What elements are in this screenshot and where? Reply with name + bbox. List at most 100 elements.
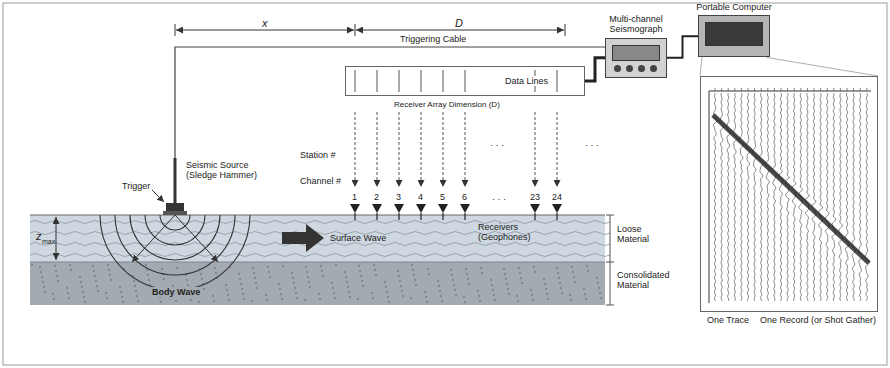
soil-speckle — [547, 298, 549, 300]
soil-speckle — [278, 283, 280, 285]
data-line-wire — [399, 70, 400, 92]
data-line-wire — [465, 70, 466, 92]
soil-speckle — [31, 264, 33, 266]
soil-speckle — [279, 288, 281, 290]
trace-tick — [840, 88, 841, 91]
soil-speckle — [411, 264, 413, 266]
soil-speckle — [361, 280, 363, 282]
trace-tick — [715, 88, 716, 91]
trace-tick — [866, 88, 867, 91]
figure-label: · · · — [492, 194, 506, 204]
figure-label: Seismic Source (Sledge Hammer) — [186, 160, 268, 181]
geophone-symbol — [438, 204, 448, 213]
trace-tick — [761, 88, 762, 91]
data-line-wire — [421, 70, 422, 92]
soil-speckle — [119, 286, 121, 288]
soil-speckle — [505, 278, 507, 280]
soil-speckle — [348, 291, 350, 293]
soil-speckle — [227, 294, 229, 296]
soil-speckle — [121, 296, 123, 298]
station-line — [421, 112, 422, 187]
soil-speckle — [92, 265, 94, 267]
soil-speckle — [39, 266, 41, 268]
figure-label: Surface Wave — [330, 233, 386, 243]
soil-speckle — [176, 267, 178, 269]
laptop-screen — [705, 22, 763, 46]
geophone-spike — [398, 213, 399, 220]
soil-speckle — [385, 286, 387, 288]
soil-speckle — [402, 295, 404, 297]
soil-speckle — [358, 265, 360, 267]
soil-speckle — [214, 267, 216, 269]
seismograph-knob — [626, 65, 633, 72]
soil-speckle — [135, 290, 137, 292]
unit-heading: Portable Computer — [684, 2, 784, 12]
soil-speckle — [335, 264, 337, 266]
trace-tick — [741, 88, 742, 91]
soil-speckle — [503, 268, 505, 270]
wavefront-arc — [160, 215, 190, 230]
soil-speckle — [481, 272, 483, 274]
strike-plate — [163, 211, 187, 215]
soil-speckle — [573, 276, 575, 278]
soil-speckle — [252, 267, 254, 269]
soil-speckle — [359, 270, 361, 272]
soil-speckle — [55, 270, 57, 272]
soil-speckle — [80, 281, 82, 283]
seismic-trace — [772, 93, 777, 301]
soil-speckle — [54, 265, 56, 267]
trace-caption: One Trace — [700, 315, 756, 325]
seismic-trace — [845, 93, 850, 301]
seismic-trace — [865, 93, 870, 301]
soil-speckle — [560, 287, 562, 289]
geophone-spike — [464, 213, 465, 220]
computer-unit: Portable Computer — [684, 2, 784, 57]
soil-speckle — [427, 268, 429, 270]
soil-speckle — [477, 290, 479, 292]
soil-speckle — [452, 279, 454, 281]
soil-speckle — [70, 269, 72, 271]
unit-heading: Multi-channel Seismograph — [596, 14, 676, 35]
figure-label: 5 — [440, 192, 445, 202]
soil-speckle — [269, 276, 271, 278]
soil-speckle — [530, 289, 532, 291]
station-line — [557, 112, 558, 187]
soil-speckle — [374, 269, 376, 271]
depth-arrow — [56, 217, 57, 260]
soil-speckle — [574, 281, 576, 283]
soil-speckle — [414, 279, 416, 281]
soil-speckle — [292, 277, 294, 279]
bracket-tick — [606, 262, 614, 263]
soil-speckle — [532, 299, 534, 301]
trace-tick — [721, 88, 722, 91]
record-panel-body — [700, 76, 878, 312]
soil-speckle — [519, 272, 521, 274]
seismic-trace — [805, 93, 809, 301]
soil-speckle — [161, 268, 163, 270]
soil-speckle — [280, 293, 282, 295]
figure-label: Station # — [300, 150, 336, 160]
trace-tick — [800, 88, 801, 91]
geophone-symbol — [530, 204, 540, 213]
soil-wave-texture — [30, 243, 610, 246]
data-lines-box: Data Lines — [345, 66, 585, 96]
soil-speckle — [145, 264, 147, 266]
soil-speckle — [531, 294, 533, 296]
soil-speckle — [491, 284, 493, 286]
soil-speckle — [148, 279, 150, 281]
soil-speckle — [268, 271, 270, 273]
soil-speckle — [255, 282, 257, 284]
soil-speckle — [110, 279, 112, 281]
seismic-trace — [752, 93, 757, 301]
figure-label: 6 — [462, 192, 467, 202]
soil-speckle — [480, 267, 482, 269]
soil-speckle — [371, 292, 373, 294]
cable-connector — [667, 36, 698, 57]
geophone-spike — [534, 213, 535, 220]
soil-speckle — [465, 268, 467, 270]
soil-speckle — [468, 283, 470, 285]
soil-speckle — [44, 291, 46, 293]
wavefront-arc — [100, 215, 250, 290]
soil-speckle — [569, 294, 571, 296]
data-line-wire — [443, 70, 444, 92]
